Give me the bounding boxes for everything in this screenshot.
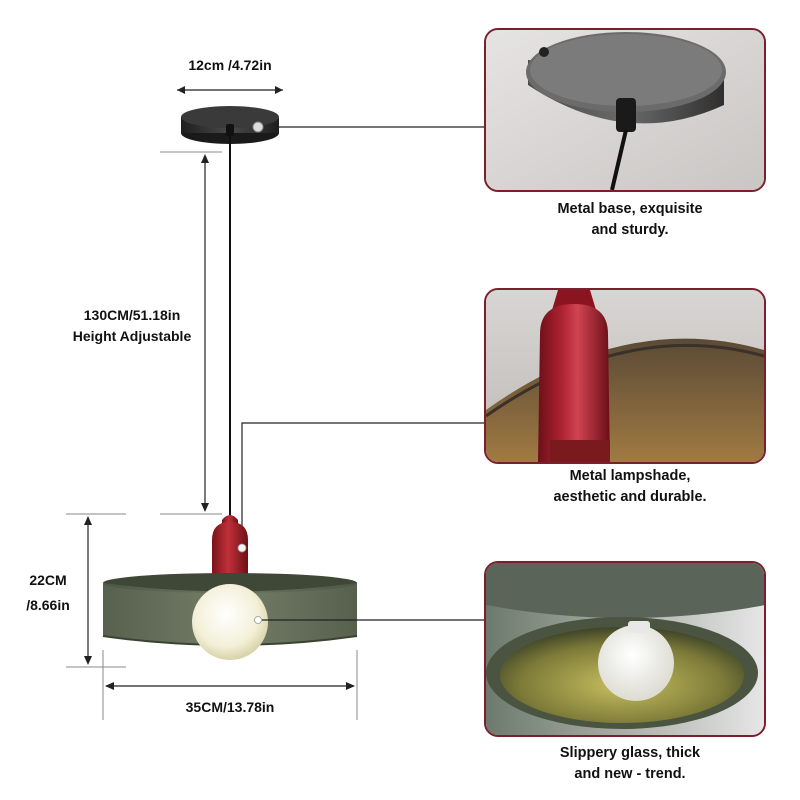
shade-width-dimension: 35CM/13.78in (102, 650, 358, 720)
caption-base-line2: and sturdy. (591, 222, 669, 238)
cord-length-dimension: 130CM/51.18in Height Adjustable (73, 151, 222, 515)
caption-glass-line2: and new - trend. (574, 766, 686, 782)
caption-base-line1: Metal base, exquisite (557, 201, 703, 217)
caption-socket-line1: Metal lampshade, (569, 468, 691, 484)
caption-socket: Metal lampshade, aesthetic and durable. (500, 466, 760, 508)
glass-closeup-image (486, 563, 764, 735)
socket-closeup-image (486, 290, 764, 462)
caption-glass: Slippery glass, thick and new - trend. (500, 743, 760, 785)
socket-leader-line (241, 422, 486, 540)
base-closeup-image (486, 30, 764, 190)
shade-height-inch-label: /8.66in (26, 597, 70, 613)
detail-card-base (484, 28, 766, 192)
shade-height-label: 22CM (29, 572, 66, 588)
detail-card-socket (484, 288, 766, 464)
caption-glass-line1: Slippery glass, thick (559, 745, 701, 761)
detail-card-glass (484, 561, 766, 737)
shade-height-dimension: 22CM /8.66in (26, 513, 126, 668)
pendant-lamp (102, 515, 358, 660)
height-adjustable-label: Height Adjustable (73, 328, 192, 344)
base-width-dimension: 12cm /4.72in (177, 57, 283, 94)
cord-length-label: 130CM/51.18in (84, 307, 181, 323)
caption-socket-line2: aesthetic and durable. (553, 489, 707, 505)
caption-base: Metal base, exquisite and sturdy. (500, 199, 760, 241)
shade-width-label: 35CM/13.78in (186, 699, 275, 715)
base-width-label: 12cm /4.72in (188, 57, 271, 73)
canopy (181, 106, 279, 144)
